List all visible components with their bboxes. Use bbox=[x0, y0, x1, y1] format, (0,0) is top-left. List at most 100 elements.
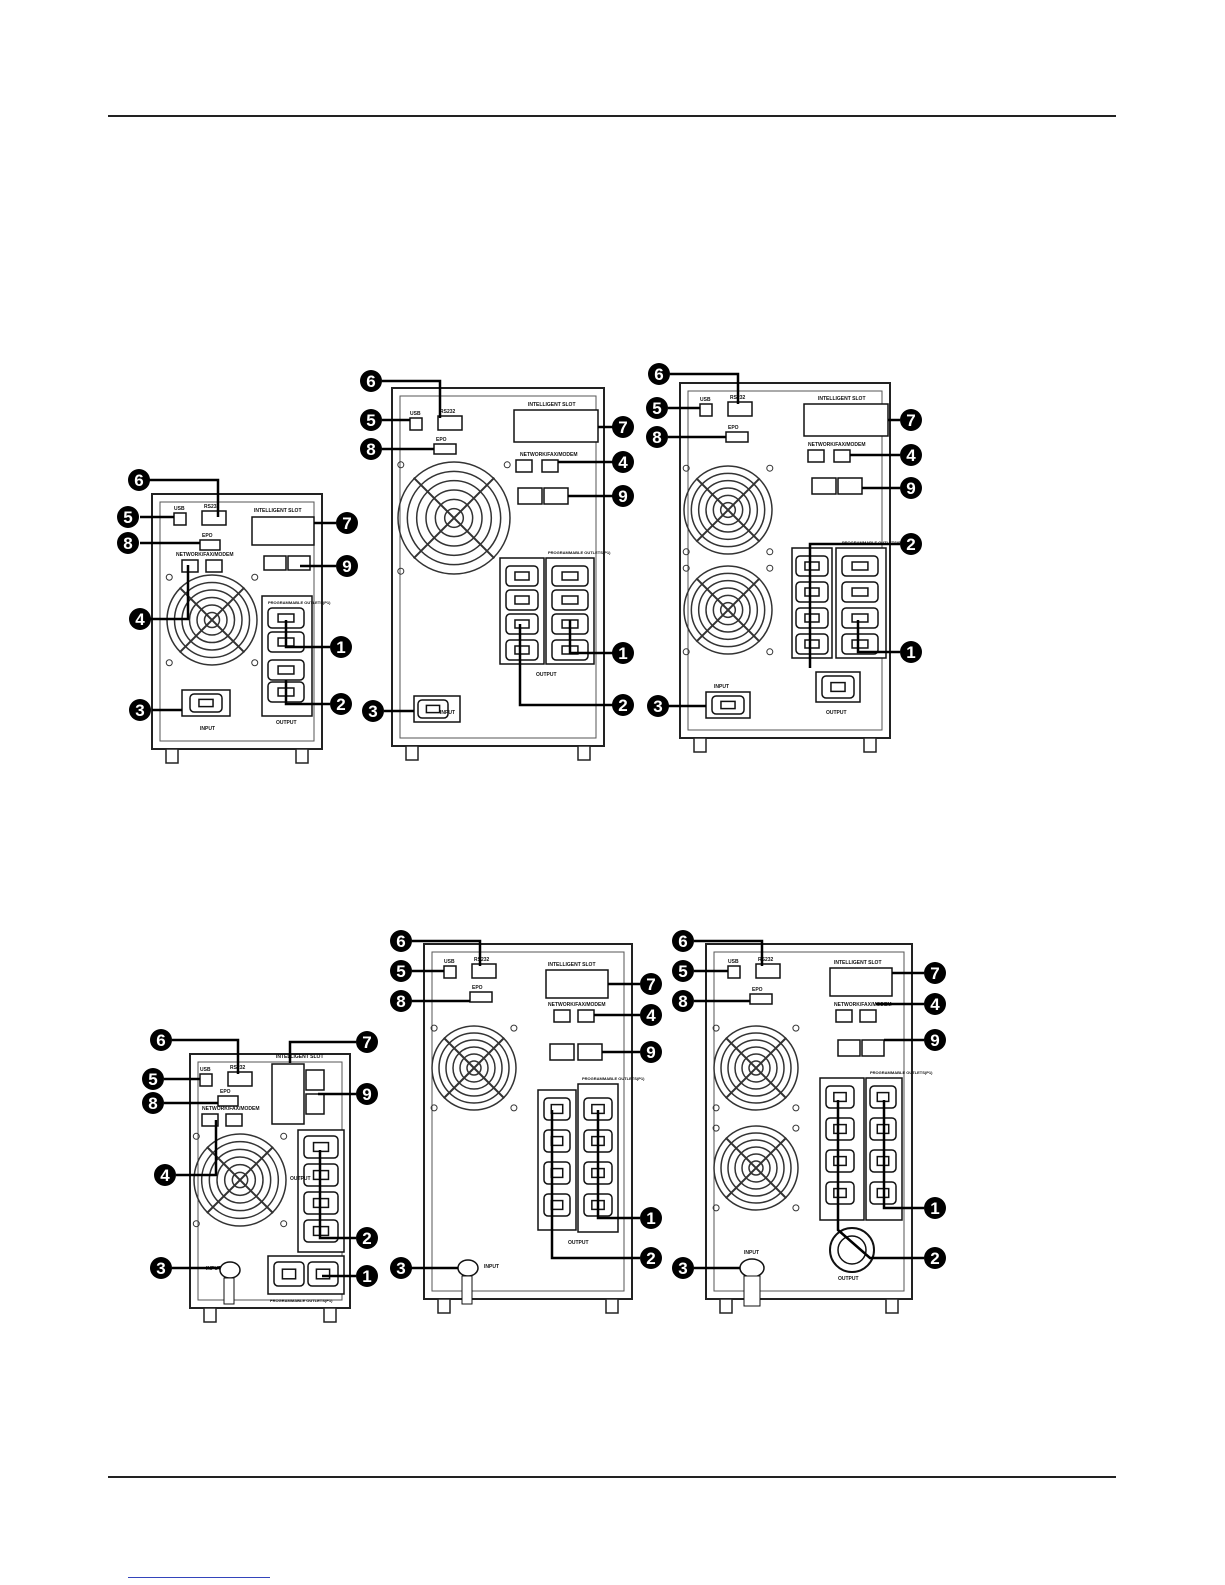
callout-circle bbox=[900, 444, 922, 466]
leader-2 bbox=[808, 542, 900, 668]
fan-ring bbox=[712, 594, 744, 626]
battery-connector bbox=[811, 477, 837, 495]
callout-7: 7 bbox=[900, 409, 922, 431]
callout-number: 8 bbox=[678, 992, 687, 1011]
fan-ring bbox=[720, 1132, 792, 1204]
fan-screw bbox=[712, 1204, 720, 1212]
socket-pins bbox=[804, 561, 820, 571]
intelligent-slot bbox=[829, 967, 893, 997]
fan-grille bbox=[430, 1024, 518, 1112]
fan-ring bbox=[713, 1125, 799, 1211]
usb-label: USB bbox=[444, 959, 455, 965]
programmable-label: PROGRAMMABLE OUTLETS(P1) bbox=[842, 540, 905, 545]
callout-number: 3 bbox=[156, 1259, 165, 1278]
socket-pins bbox=[315, 1268, 331, 1280]
intelligent-slot bbox=[251, 516, 315, 546]
callout-circle bbox=[356, 1083, 378, 1105]
fan-ring bbox=[741, 1053, 771, 1083]
outlet-socket bbox=[583, 1097, 613, 1121]
callout-circle bbox=[330, 636, 352, 658]
callout-4: 4 bbox=[612, 451, 634, 473]
outlet-socket bbox=[841, 607, 879, 629]
socket-pins bbox=[851, 561, 869, 571]
rs232-port bbox=[471, 963, 497, 979]
socket-pins bbox=[514, 645, 530, 655]
callout-number: 8 bbox=[366, 440, 375, 459]
fan-grille bbox=[192, 1132, 288, 1228]
output-label: OUTPUT bbox=[838, 1276, 859, 1282]
programmable-label: PROGRAMMABLE OUTLETS(P1) bbox=[870, 1070, 933, 1075]
epo-label: EPO bbox=[728, 425, 739, 431]
leader-6 bbox=[694, 939, 764, 966]
callout-circle bbox=[356, 1227, 378, 1249]
callout-number: 6 bbox=[396, 932, 405, 951]
outlet-socket bbox=[505, 639, 539, 661]
callout-1: 1 bbox=[924, 1197, 946, 1219]
network-label: NETWORK/FAX/MODEM bbox=[808, 442, 866, 448]
fan-screw bbox=[510, 1024, 518, 1032]
fan-ring bbox=[466, 1060, 482, 1076]
fan-strut bbox=[443, 1037, 505, 1099]
cabinet-foot bbox=[405, 745, 419, 761]
callout-8: 8 bbox=[672, 990, 694, 1012]
callout-number: 7 bbox=[618, 418, 627, 437]
fan-ring bbox=[443, 507, 465, 529]
outlet-socket bbox=[795, 633, 829, 655]
callout-5: 5 bbox=[646, 397, 668, 419]
fan-ring bbox=[459, 1053, 489, 1083]
outlet-socket bbox=[267, 659, 305, 681]
fan-ring bbox=[431, 1025, 517, 1111]
battery-connector bbox=[543, 487, 569, 505]
outlet-socket bbox=[551, 589, 589, 611]
socket-pins bbox=[804, 613, 820, 623]
cabinet-panel bbox=[399, 395, 597, 739]
fan-ring bbox=[223, 1163, 257, 1197]
callout-number: 2 bbox=[336, 695, 345, 714]
callout-circle bbox=[117, 532, 139, 554]
fan-ring bbox=[719, 501, 737, 519]
callout-circle bbox=[672, 990, 694, 1012]
fan-grille bbox=[682, 464, 774, 556]
callout-number: 3 bbox=[653, 697, 662, 716]
fan-screw bbox=[397, 567, 405, 575]
cabinet-foot bbox=[693, 737, 707, 753]
callout-circle bbox=[672, 960, 694, 982]
fan-screw bbox=[766, 548, 774, 556]
outlet-socket bbox=[543, 1129, 571, 1153]
cabinet-foot bbox=[885, 1298, 899, 1314]
fan-strut bbox=[695, 577, 761, 643]
network-out-port bbox=[205, 559, 223, 573]
callout-number: 9 bbox=[618, 487, 627, 506]
socket-pins bbox=[514, 619, 530, 629]
input-label: INPUT bbox=[200, 726, 215, 732]
callout-number: 8 bbox=[396, 992, 405, 1011]
outlet-socket bbox=[869, 1085, 897, 1109]
callout-circle bbox=[142, 1068, 164, 1090]
callout-number: 8 bbox=[123, 534, 132, 553]
leader-4 bbox=[176, 1120, 218, 1177]
socket-pins bbox=[804, 639, 820, 649]
callout-9: 9 bbox=[900, 477, 922, 499]
network-in-port bbox=[201, 1113, 219, 1127]
callout-circle bbox=[646, 426, 668, 448]
outlet-socket bbox=[307, 1261, 339, 1287]
fan-ring bbox=[683, 465, 773, 555]
callout-8: 8 bbox=[360, 438, 382, 460]
fan-ring bbox=[720, 1032, 792, 1104]
input-cord-gland bbox=[219, 1261, 241, 1279]
outlet-socket bbox=[551, 565, 589, 587]
callout-number: 5 bbox=[652, 399, 661, 418]
leader-1 bbox=[568, 620, 616, 655]
socket-pins bbox=[277, 665, 295, 675]
callout-circle bbox=[336, 512, 358, 534]
callout-2: 2 bbox=[924, 1247, 946, 1269]
leader-2 bbox=[318, 1150, 356, 1240]
rs232-port bbox=[227, 1071, 253, 1087]
callout-circle bbox=[900, 477, 922, 499]
footer-link[interactable] bbox=[128, 1577, 270, 1578]
fan-screw bbox=[192, 1132, 200, 1140]
callout-number: 4 bbox=[930, 995, 940, 1014]
fan-ring bbox=[445, 1039, 503, 1097]
